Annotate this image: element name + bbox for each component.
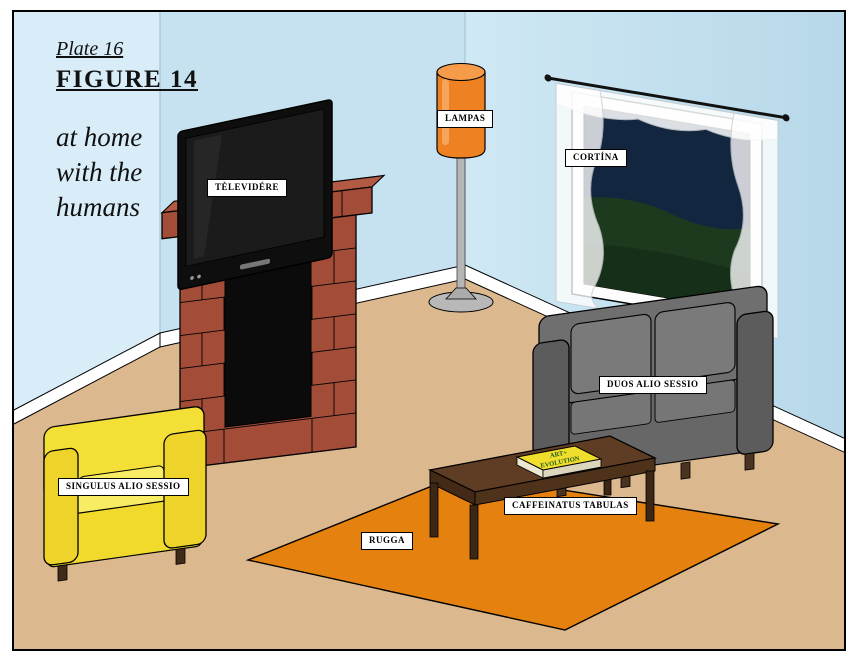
figure-number: FIGURE 14 bbox=[56, 66, 198, 93]
tv-label: TÈLEVIDÉRE bbox=[207, 179, 288, 197]
armchair-label: SINGULUS ALIO SESSIO bbox=[58, 478, 189, 496]
curtains bbox=[555, 82, 779, 340]
caption-line-3: humans bbox=[56, 192, 141, 222]
curtain-rod bbox=[548, 76, 786, 120]
sofa-label: DUOS ALIO SESSIO bbox=[599, 376, 707, 394]
book-illustration: ART+ EVOLUTION bbox=[515, 445, 603, 479]
caption-line-1: at home bbox=[56, 122, 143, 152]
rug-illustration bbox=[245, 473, 781, 631]
caption-line-2: with the bbox=[56, 157, 143, 187]
lamp-label: LAMPAS bbox=[437, 110, 494, 128]
sofa-illustration bbox=[532, 285, 774, 498]
figure-caption: at home with the humans bbox=[56, 120, 198, 225]
coffee-table-label: CAFFEINATUS TABULAS bbox=[504, 497, 637, 515]
tv-power-led bbox=[190, 276, 194, 280]
plate-number: Plate 16 bbox=[56, 38, 124, 60]
tv-brand-mark bbox=[240, 258, 270, 270]
firebox bbox=[224, 261, 312, 428]
caption-block: Plate 16 FIGURE 14 at home with the huma… bbox=[56, 38, 198, 225]
book-title-line1: ART+ bbox=[549, 449, 568, 459]
rug-label: RUGGA bbox=[361, 532, 413, 550]
curtain-label: CORTÍNA bbox=[565, 149, 627, 167]
